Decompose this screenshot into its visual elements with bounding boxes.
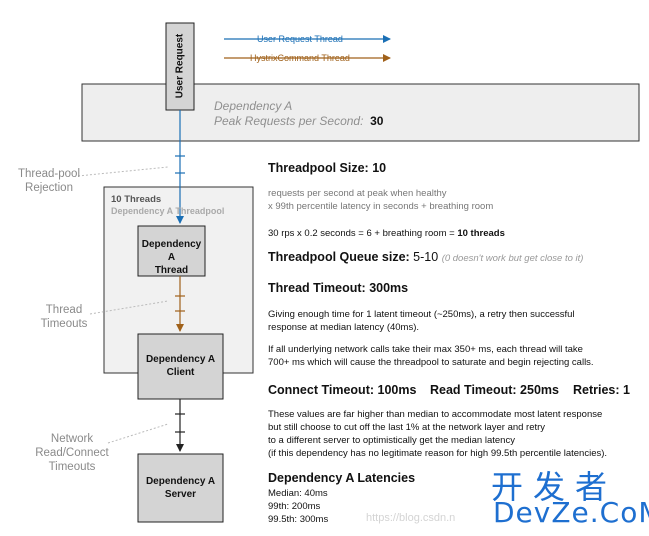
latency-99th: 99th: 200ms: [268, 501, 321, 512]
brand-watermark-en: DevZe.CoM: [493, 496, 649, 529]
thread-timeout-label: Thread Timeout:: [268, 281, 366, 295]
legend-hystrix-command-thread: HystrixCommand Thread: [250, 53, 350, 63]
dependency-server-label: Dependency A Server: [138, 475, 223, 501]
threadpool-size-formula: requests per second at peak when healthy…: [268, 187, 493, 213]
calc-result: 10 threads: [457, 228, 505, 239]
thread-timeout-para-1-line-1: Giving enough time for 1 latent timeout …: [268, 309, 575, 320]
timeouts-line-2: but still choose to cut off the last 1% …: [268, 422, 546, 433]
dependency-thread-label: Dependency A Thread: [138, 238, 205, 277]
queue-size-note: (0 doesn't work but get close to it): [441, 253, 584, 264]
thread-label-line-2: Thread: [154, 265, 189, 276]
timeouts-explanation: These values are far higher than median …: [268, 408, 607, 460]
threadpool-rejection-line-1: Thread-pool: [17, 168, 80, 180]
network-timeouts-line-3: Timeouts: [48, 461, 96, 473]
server-label-line-2: Server: [164, 489, 197, 500]
retries: Retries: 1: [573, 383, 630, 397]
dependency-client-box: [137, 333, 224, 400]
timeouts-line-3: to a different server to optimistically …: [268, 435, 515, 446]
client-label-line-1: Dependency A: [145, 354, 216, 365]
thread-timeouts-line-2: Timeouts: [40, 318, 88, 330]
server-label-line-1: Dependency A: [145, 476, 216, 487]
thread-timeout-value: 300ms: [369, 281, 409, 295]
thread-timeout-para-1: Giving enough time for 1 latent timeout …: [268, 308, 575, 334]
dependency-band-name: Dependency A: [214, 99, 293, 113]
user-request-label: User Request: [174, 33, 186, 99]
dependency-band-title: Dependency A Peak Requests per Second: 3…: [214, 99, 383, 129]
thread-timeout-para-1-line-2: response at median latency (40ms).: [268, 322, 420, 333]
thread-timeout-para-2-line-2: 700+ ms which will cause the threadpool …: [268, 357, 594, 368]
latencies-title: Dependency A Latencies: [268, 471, 416, 485]
queue-size-label: Threadpool Queue size:: [268, 250, 410, 264]
client-label-line-2: Client: [166, 367, 195, 378]
timeouts-line-1: These values are far higher than median …: [268, 409, 603, 420]
threadpool-rejection-line-2: Rejection: [25, 182, 73, 194]
latencies-list: Median: 40ms 99th: 200ms 99.5th: 300ms: [268, 487, 328, 526]
brand-watermark-zh: 开发者: [491, 468, 618, 506]
formula-line-2: x 99th percentile latency in seconds + b…: [268, 201, 494, 212]
thread-timeout-para-2: If all underlying network calls take the…: [268, 343, 594, 369]
threadpool-name: Dependency A Threadpool: [111, 206, 225, 216]
threadpool-count: 10 Threads: [111, 194, 162, 205]
dependency-client-label: Dependency A Client: [138, 353, 223, 379]
user-request-box: [165, 22, 195, 111]
dependency-band-peak: Peak Requests per Second: 30: [214, 114, 383, 129]
timeouts-line-4: (if this dependency has no legitimate re…: [268, 448, 608, 459]
legend-user-request-thread: User Request Thread: [257, 34, 343, 44]
peak-value: 30: [370, 114, 384, 128]
thread-label-line-1: Dependency A: [141, 239, 202, 263]
calc-prefix: 30 rps x 0.2 seconds = 6 + breathing roo…: [268, 228, 458, 239]
threadpool-rejection-label: Thread-pool Rejection: [12, 167, 86, 195]
network-timeouts-line-1: Network: [50, 433, 94, 445]
threadpool-size-label: Threadpool Size:: [268, 161, 369, 175]
formula-line-1: requests per second at peak when healthy: [268, 188, 447, 199]
latency-99-5th: 99.5th: 300ms: [268, 514, 329, 525]
connect-timeout: Connect Timeout: 100ms: [268, 383, 417, 397]
threadpool-size-heading: Threadpool Size: 10: [268, 161, 386, 175]
latency-median: Median: 40ms: [268, 488, 328, 499]
queue-size-heading: Threadpool Queue size: 5-10 (0 doesn't w…: [268, 250, 583, 264]
thread-timeout-leader: [89, 300, 169, 315]
thread-timeouts-line-1: Thread: [45, 304, 83, 316]
network-timeout-leader: [107, 423, 169, 444]
read-timeout: Read Timeout: 250ms: [430, 383, 559, 397]
peak-label: Peak Requests per Second:: [214, 114, 364, 128]
thread-timeout-para-2-line-1: If all underlying network calls take the…: [268, 344, 583, 355]
rejection-leader: [77, 166, 169, 177]
dependency-thread-box: [137, 225, 206, 277]
url-watermark: https://blog.csdn.n: [366, 512, 456, 524]
thread-timeouts-label: Thread Timeouts: [36, 303, 92, 331]
queue-size-value: 5-10: [413, 250, 439, 264]
dependency-server-box: [137, 453, 224, 523]
threadpool-size-calc: 30 rps x 0.2 seconds = 6 + breathing roo…: [268, 227, 505, 240]
network-timeouts-label: Network Read/Connect Timeouts: [30, 432, 114, 474]
thread-timeout-heading: Thread Timeout: 300ms: [268, 281, 408, 295]
threadpool-size-value: 10: [372, 161, 387, 175]
network-timeouts-line-2: Read/Connect: [35, 447, 109, 459]
